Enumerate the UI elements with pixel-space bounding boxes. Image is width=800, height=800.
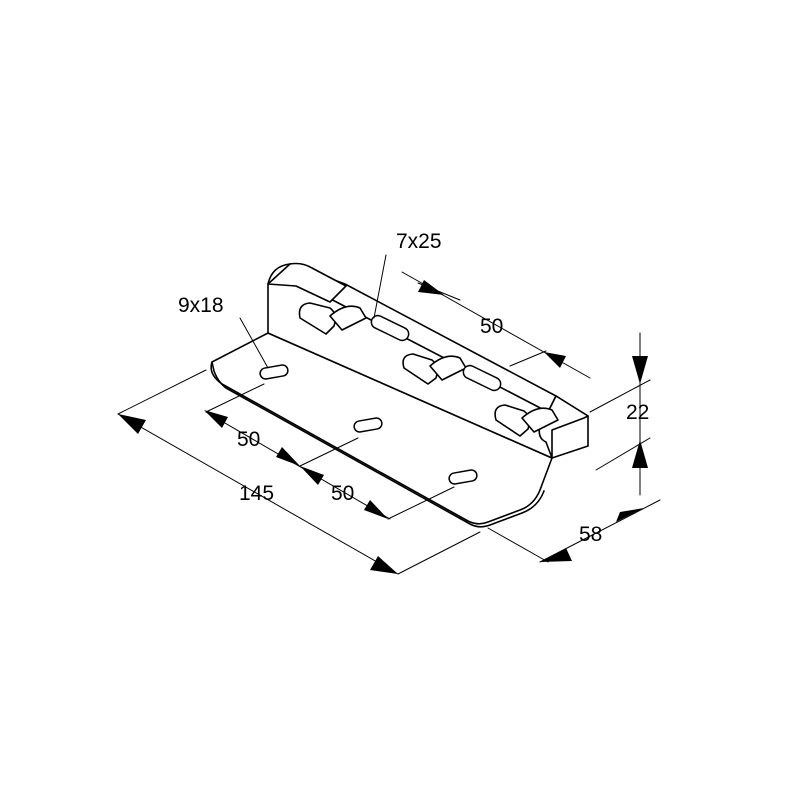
top-slot (370, 314, 410, 342)
label-hole-size: 9x18 (178, 294, 224, 317)
clip-lugs (298, 302, 559, 437)
clip-lug (494, 404, 559, 437)
base-hole (259, 364, 289, 380)
arrowhead (364, 500, 388, 519)
arrowhead (300, 466, 324, 485)
length-dimension (117, 413, 399, 575)
arrowhead (540, 548, 572, 562)
label-width: 58 (579, 523, 602, 546)
length-extension (117, 369, 207, 415)
bottom-pitch-dimension (205, 411, 391, 520)
leader-slot (373, 254, 387, 319)
bottom-pitch-extension (205, 383, 265, 413)
plate-edge (211, 361, 545, 528)
label-slot-size: 7x25 (396, 230, 442, 253)
base-hole (353, 417, 383, 433)
width-extension (487, 527, 549, 563)
base-holes (259, 364, 478, 485)
length-extension (397, 531, 481, 575)
arrowhead (370, 556, 398, 574)
clip-lug (402, 353, 467, 385)
arrowhead (276, 447, 300, 466)
top-slots (370, 314, 502, 392)
bottom-pitch-extension (299, 437, 359, 467)
end-box-left (267, 262, 347, 303)
arrowhead (118, 414, 146, 434)
dimension-labels: 9x18 7x25 50 22 50 50 145 58 (178, 230, 649, 546)
label-bottom-pitch-left: 50 (237, 428, 260, 451)
label-bottom-pitch-right: 50 (331, 482, 354, 505)
arrowhead (632, 440, 648, 468)
top-slot (462, 364, 502, 392)
label-length: 145 (239, 482, 274, 505)
top-pitch-extension (509, 350, 547, 367)
height-extension (595, 437, 651, 471)
bottom-pitch-extension (387, 486, 455, 520)
label-height: 22 (626, 401, 649, 424)
arrowhead (616, 508, 644, 522)
arrowhead (544, 352, 566, 368)
base-hole (448, 469, 478, 485)
arrowheads (118, 280, 648, 574)
leader-hole (239, 317, 269, 369)
clip-lug (298, 302, 367, 335)
label-top-pitch: 50 (480, 315, 503, 338)
arrowhead (204, 410, 228, 428)
arrowhead (632, 356, 648, 384)
arrowhead (418, 280, 444, 295)
